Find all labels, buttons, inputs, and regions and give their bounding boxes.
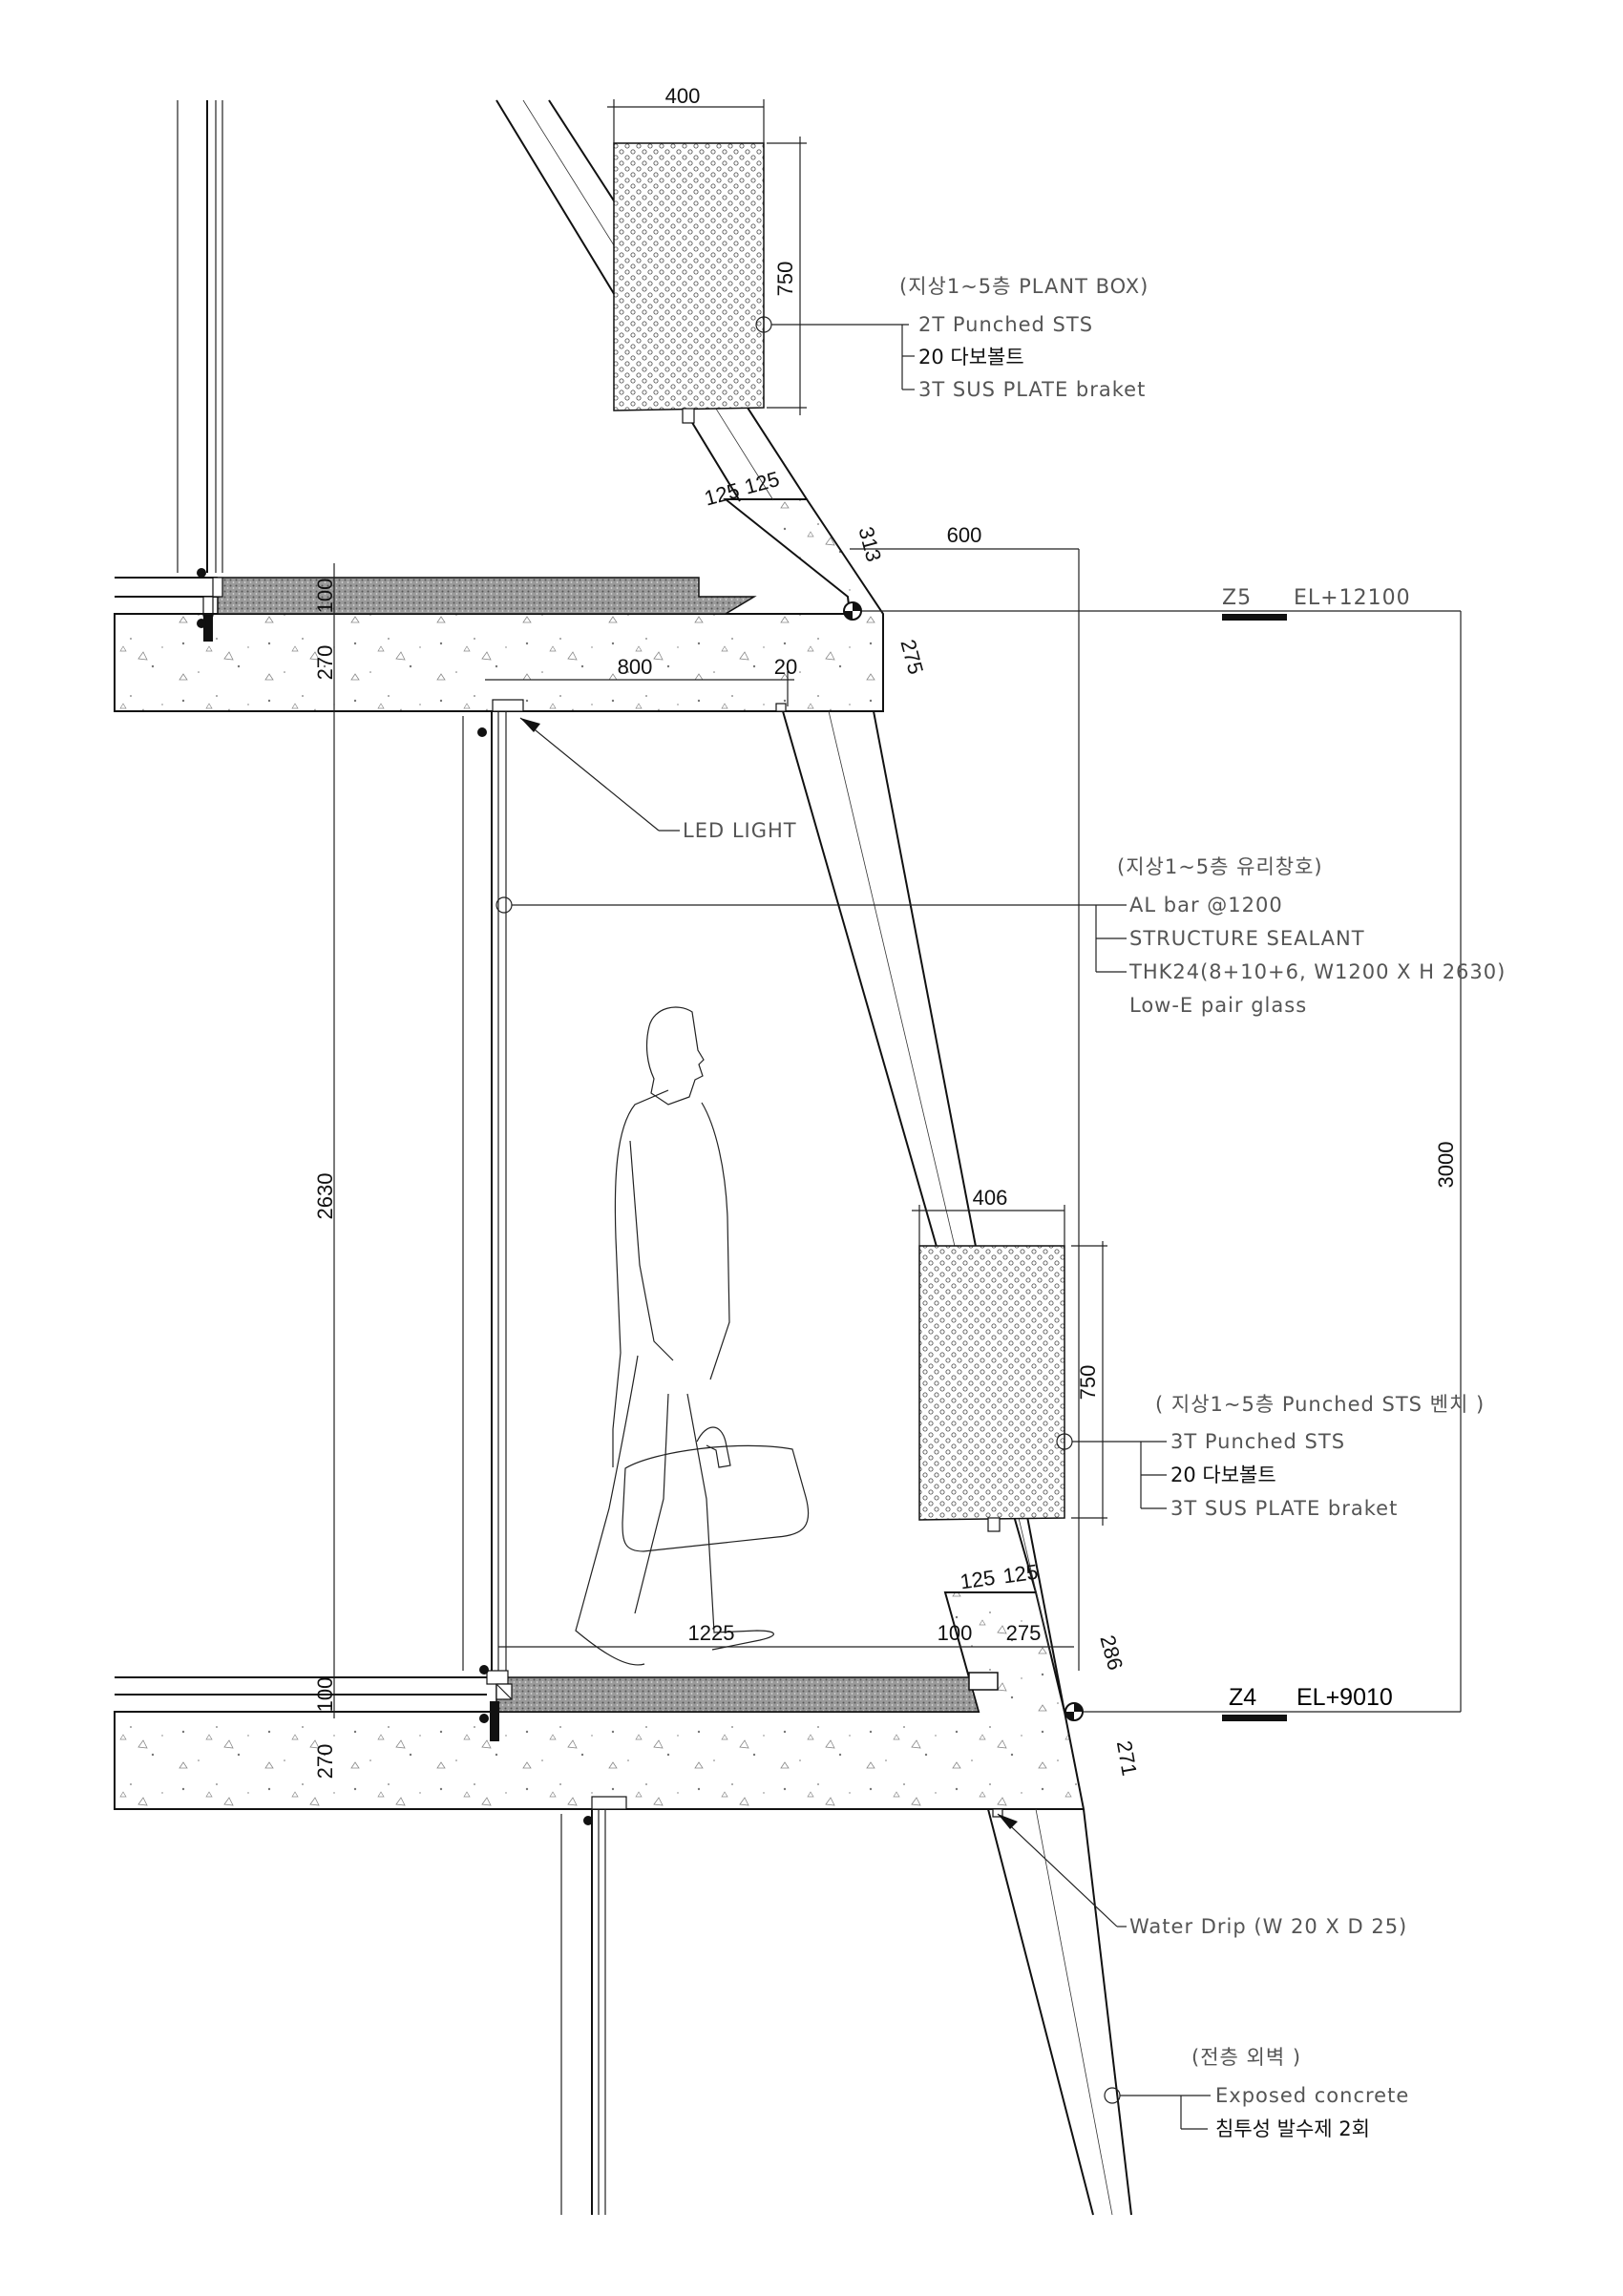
bench-item-2: 20 다보볼트 (1170, 1464, 1276, 1486)
glazing-upper (177, 100, 223, 617)
wall-item-2: 침투성 발수제 2회 (1215, 2117, 1370, 2140)
wall-item-1: Exposed concrete (1215, 2084, 1409, 2107)
glazing-main (462, 699, 524, 1741)
led-label: LED LIGHT (683, 819, 797, 842)
level-marker-upper: Z5 EL+12100 (1222, 586, 1411, 621)
dimension-lines (333, 99, 1462, 1718)
plant-box-item-2: 20 다보볼트 (918, 346, 1024, 369)
bench-item-3: 3T SUS PLATE braket (1170, 1497, 1398, 1520)
bench-title: ( 지상1~5층 Punched STS 벤치 ) (1155, 1393, 1485, 1416)
callout-water-drip: Water Drip (W 20 X D 25) (997, 1813, 1407, 1938)
glazing-item-3: THK24(8+10+6, W1200 X H 2630) (1128, 960, 1506, 983)
wall-title: (전층 외벽 ) (1191, 2046, 1301, 2069)
dim-bot-slab-edge: 271 (1112, 1738, 1142, 1778)
callout-glazing: (지상1~5층 유리창호) AL bar @1200 STRUCTURE SEA… (495, 855, 1506, 1017)
reference-points (843, 601, 1084, 1721)
person-figure (575, 1006, 810, 1666)
plant-box-item-3: 3T SUS PLATE braket (918, 378, 1146, 401)
glazing-title: (지상1~5층 유리창호) (1117, 855, 1323, 878)
dim-top-screed: 100 (313, 579, 337, 614)
dim-bot-wall-b: 125 (1001, 1560, 1040, 1589)
glazing-item-4: Low-E pair glass (1129, 994, 1307, 1017)
dim-bot-wall-a: 125 (959, 1566, 997, 1594)
dim-bot-gap: 100 (938, 1621, 973, 1645)
level-marker-lower: Z4 EL+9010 (1222, 1684, 1393, 1721)
level-lower-el: EL+9010 (1296, 1684, 1393, 1711)
lower-floor-slab (114, 1591, 1086, 1810)
dim-top-slab: 270 (313, 645, 337, 681)
level-upper-el: EL+12100 (1294, 586, 1411, 610)
level-lower-name: Z4 (1229, 1684, 1256, 1711)
dim-bench-width: 406 (973, 1186, 1008, 1210)
dim-bot-offset: 275 (1006, 1621, 1042, 1645)
glazing-item-1: AL bar @1200 (1129, 894, 1283, 916)
dim-bot-slab: 270 (313, 1744, 337, 1780)
dim-floor-height: 3000 (1434, 1142, 1458, 1189)
glazing-item-2: STRUCTURE SEALANT (1129, 927, 1365, 950)
callout-led: LED LIGHT (519, 717, 797, 842)
bench-box (918, 1245, 1065, 1532)
dim-bench-height: 750 (1076, 1365, 1100, 1401)
callout-wall: (전층 외벽 ) Exposed concrete 침투성 발수제 2회 (1104, 2046, 1409, 2140)
bench-item-1: 3T Punched STS (1170, 1430, 1345, 1453)
dim-led-gap: 20 (774, 655, 797, 679)
plant-box (613, 142, 765, 424)
dim-glass-height: 2630 (313, 1173, 337, 1220)
dim-bot-screed: 100 (313, 1677, 337, 1713)
callout-plant-box: (지상1~5층 PLANT BOX) 2T Punched STS 20 다보볼… (755, 275, 1149, 401)
dim-top-edge: 313 (854, 524, 886, 564)
dim-top-box-width: 400 (665, 84, 701, 108)
dim-led-span: 800 (618, 655, 653, 679)
dim-bot-edge: 286 (1095, 1632, 1128, 1673)
dim-top-box-height: 750 (773, 262, 797, 297)
dim-top-slab-edge: 275 (896, 637, 928, 677)
dim-bot-span: 1225 (688, 1621, 735, 1645)
callout-bench: ( 지상1~5층 Punched STS 벤치 ) 3T Punched STS… (1056, 1393, 1485, 1520)
glazing-lower (560, 1796, 627, 2215)
water-drip-label: Water Drip (W 20 X D 25) (1129, 1915, 1407, 1938)
dim-top-wall-b: 125 (742, 467, 782, 499)
plant-box-title: (지상1~5층 PLANT BOX) (899, 275, 1149, 298)
plant-box-item-1: 2T Punched STS (918, 313, 1093, 336)
level-upper-name: Z5 (1222, 586, 1252, 610)
dim-top-offset: 600 (947, 523, 982, 547)
